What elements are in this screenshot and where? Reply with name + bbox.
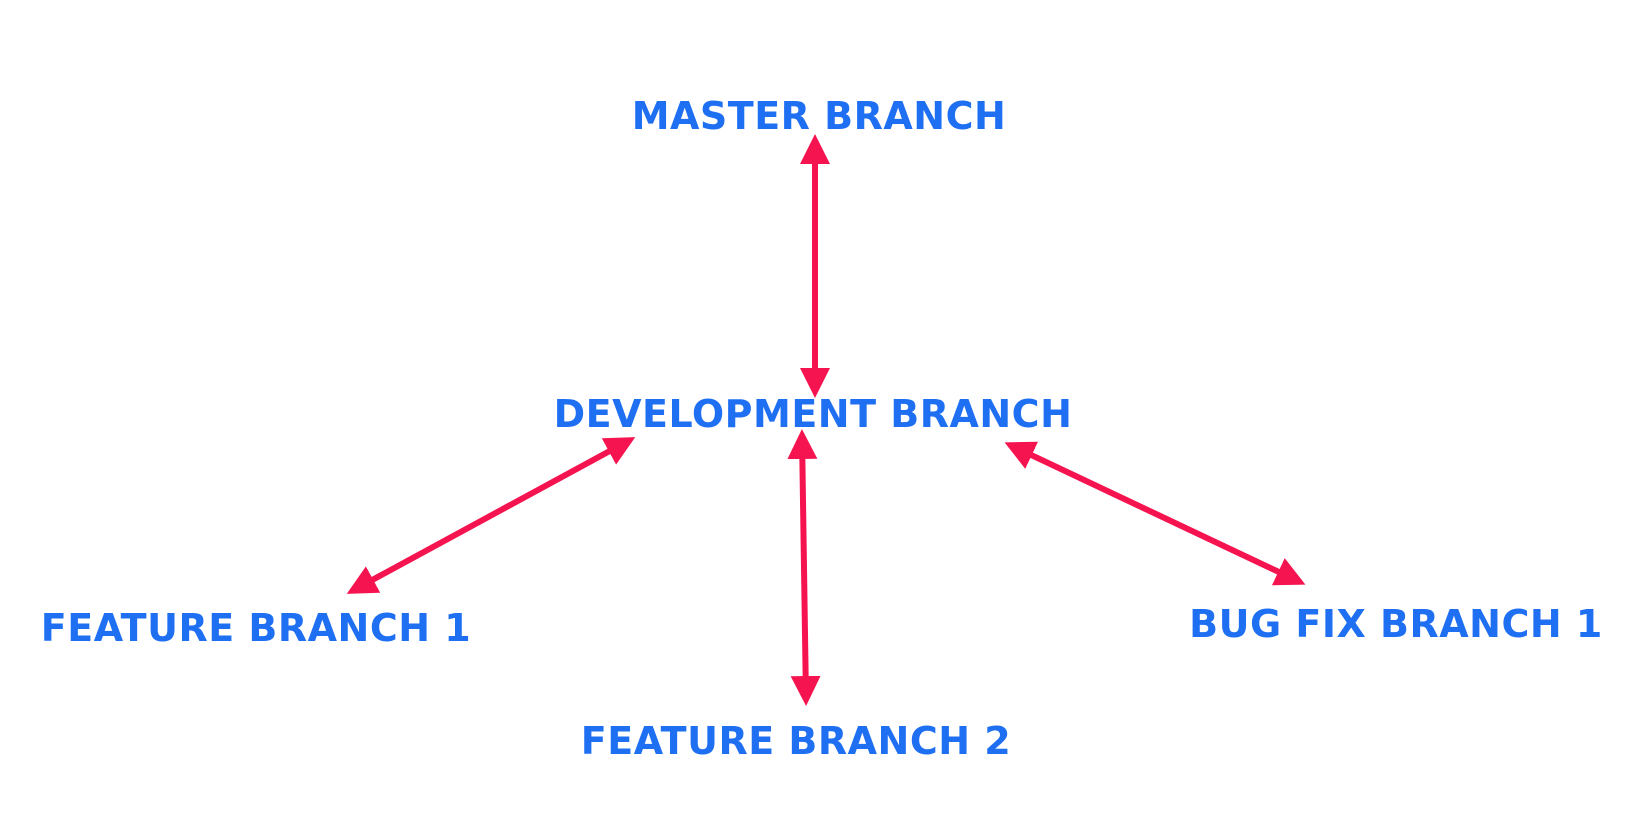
development-branch-label: DEVELOPMENT BRANCH [553, 392, 1073, 436]
arrow-development-feature2 [787, 429, 821, 706]
feature-branch-1-label: FEATURE BRANCH 1 [40, 606, 472, 650]
master-branch-label: MASTER BRANCH [631, 94, 1007, 138]
bug-fix-branch-1-label: BUG FIX BRANCH 1 [1189, 602, 1603, 646]
feature-branch-2-label: FEATURE BRANCH 2 [580, 719, 1012, 763]
arrow-development-bugfix1 [1004, 441, 1306, 586]
arrow-development-feature1 [346, 437, 636, 594]
